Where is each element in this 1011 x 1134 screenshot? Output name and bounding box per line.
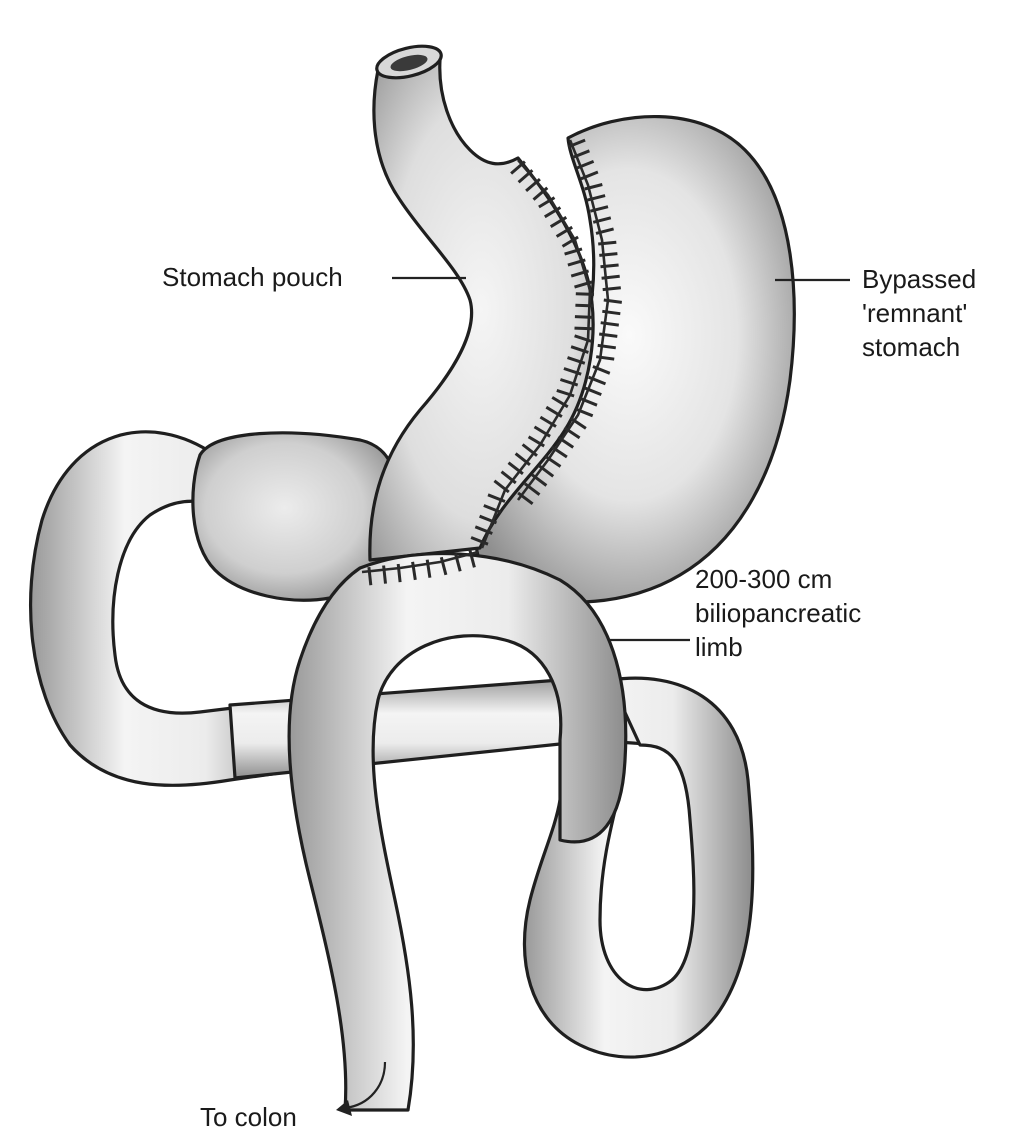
staple-mark [598,242,616,244]
remnant-label-line1: Bypassed [862,264,976,294]
staple-mark [576,294,594,295]
staple-mark [575,305,593,306]
staple-mark [602,276,620,278]
staple-mark [599,254,617,256]
stomach-pouch-label: Stomach pouch [162,262,343,292]
limb-label-line3: limb [695,632,743,662]
staple-mark [369,567,371,585]
to-colon-label: To colon [200,1102,297,1132]
staple-mark [575,328,593,329]
staple-mark [398,564,400,582]
staple-mark [601,265,619,267]
remnant-label-line2: 'remnant' [862,298,967,328]
staple-mark [603,288,621,290]
staple-mark [384,566,386,584]
limb-label-line2: biliopancreatic [695,598,861,628]
limb-label-line1: 200-300 cm [695,564,832,594]
remnant-label-line3: stomach [862,332,960,362]
staple-mark [575,317,593,318]
